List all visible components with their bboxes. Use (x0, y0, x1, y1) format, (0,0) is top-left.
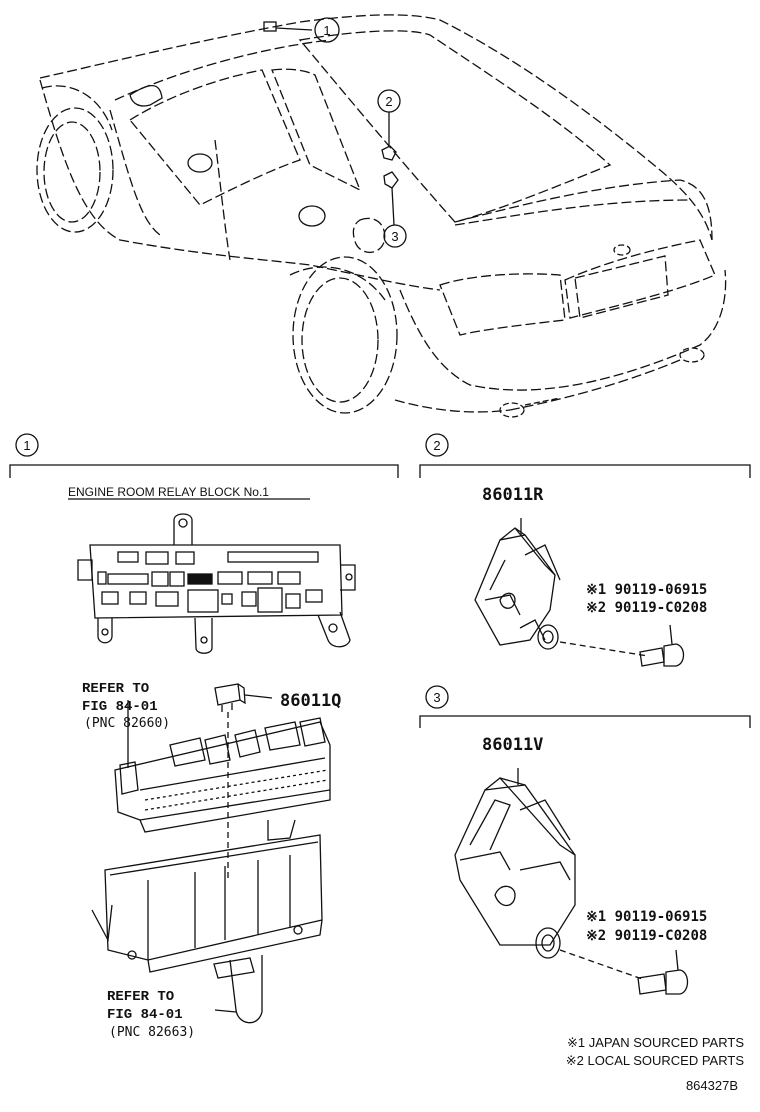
section-2-number: 2 (433, 438, 440, 453)
section-1-number: 1 (23, 438, 30, 453)
bolt-2-line-2: ※2 90119-C0208 (586, 600, 707, 616)
section-3-marker (425, 685, 449, 709)
car-callout-2 (377, 89, 401, 113)
relay-block-lower-box (91, 819, 323, 1024)
part-number-86011q: 86011Q (280, 691, 341, 711)
car-callout-3-label: 3 (391, 229, 398, 244)
bolt-3-line-1: ※1 90119-06915 (586, 909, 707, 925)
part-number-86011v: 86011V (482, 735, 543, 755)
part-number-86011r: 86011R (482, 485, 544, 505)
car-callout-1-label: 1 (323, 23, 330, 38)
refer-bottom-line-1: REFER TO (107, 989, 174, 1005)
relay-86011v (454, 768, 576, 959)
bolt-section-2 (639, 624, 685, 667)
section-2-marker (425, 433, 449, 457)
relay-block-label: ENGINE ROOM RELAY BLOCK No.1 (68, 485, 269, 499)
bolt-3-line-2: ※2 90119-C0208 (586, 928, 707, 944)
relay-block-top (77, 513, 356, 654)
refer-top-line-3: (PNC 82660) (84, 716, 170, 731)
relay-86011r (474, 518, 561, 650)
bolt-section-3 (637, 949, 689, 995)
section-1-marker (15, 433, 39, 457)
section-1-bracket (9, 464, 399, 478)
section-3-number: 3 (433, 690, 440, 705)
refer-bottom-line-2: FIG 84-01 (107, 1007, 183, 1023)
bolt-2-line-1: ※1 90119-06915 (586, 582, 707, 598)
section-3-bracket (419, 715, 751, 728)
car-callout-3 (383, 224, 407, 248)
refer-bottom-line-3: (PNC 82663) (109, 1025, 195, 1040)
footnote-2: ※2 LOCAL SOURCED PARTS (566, 1053, 745, 1068)
refer-top-line-2: FIG 84-01 (82, 699, 158, 715)
car-callout-1 (314, 17, 340, 43)
section-2-bracket (419, 464, 751, 478)
refer-top-line-1: REFER TO (82, 681, 149, 697)
drawing-id: 864327B (686, 1078, 738, 1093)
car-illustration (36, 14, 727, 418)
footnote-1: ※1 JAPAN SOURCED PARTS (567, 1035, 744, 1050)
relay-block-upper-body (114, 700, 331, 833)
relay-86011q (214, 683, 273, 712)
car-callout-2-label: 2 (385, 94, 392, 109)
